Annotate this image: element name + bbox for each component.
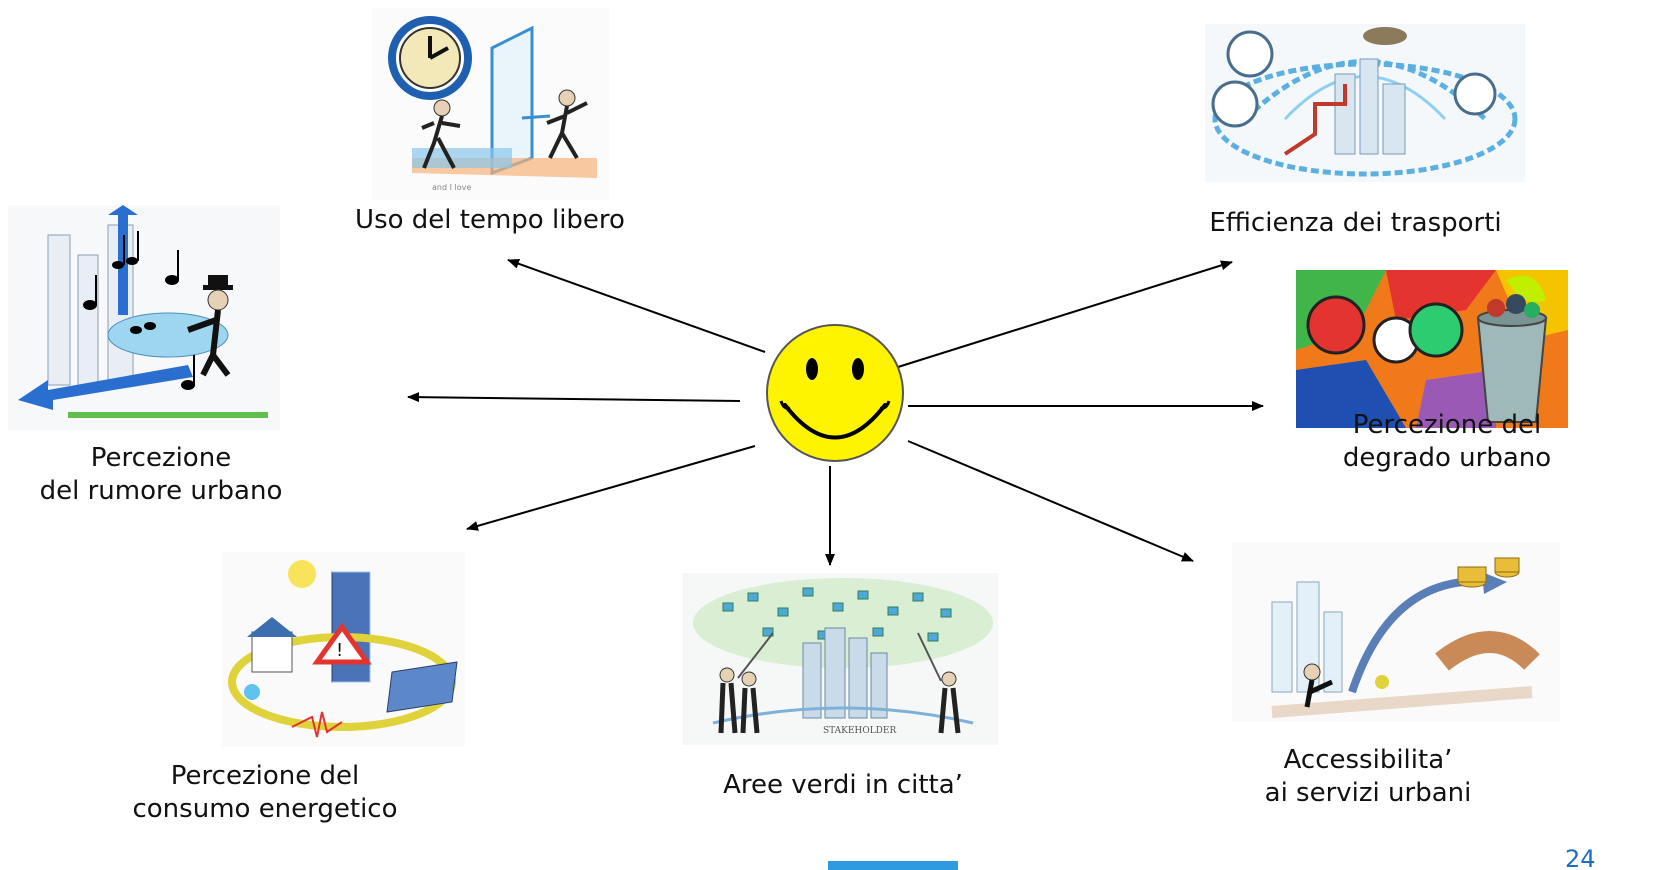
label-trasporti: Efficienza dei trasporti bbox=[1209, 208, 1502, 238]
transport-network-illustration bbox=[1205, 24, 1525, 182]
graffiti-trash-can-illustration bbox=[1296, 270, 1568, 428]
svg-text:!: ! bbox=[336, 640, 343, 661]
label-degrado: Percezione del degrado urbano bbox=[1342, 410, 1552, 473]
label-energetico: Percezione del consumo energetico bbox=[132, 761, 398, 824]
arrow-to-accessibilita bbox=[907, 440, 1194, 562]
arrow-to-rumore bbox=[407, 392, 741, 403]
smiley-face-icon bbox=[766, 324, 904, 462]
label-aree-verdi: Aree verdi in citta’ bbox=[723, 770, 963, 800]
svg-text:STAKEHOLDER: STAKEHOLDER bbox=[823, 726, 896, 736]
label-tempo-libero: Uso del tempo libero bbox=[355, 205, 625, 235]
arrow-to-trasporti bbox=[897, 260, 1233, 368]
label-rumore: Percezione del rumore urbano bbox=[39, 443, 283, 506]
arrow-to-energetico bbox=[466, 445, 756, 531]
energy-grid-illustration: ! bbox=[222, 552, 465, 747]
page-number: 24 bbox=[1565, 847, 1596, 870]
leisure-time-clock-illustration: and I love bbox=[372, 8, 609, 200]
green-areas-city-illustration: STAKEHOLDER bbox=[683, 573, 998, 745]
urban-noise-music-illustration bbox=[8, 205, 280, 430]
arrow-to-tempo-libero bbox=[507, 258, 766, 353]
page-tab-bar bbox=[828, 861, 958, 870]
label-accessibilita: Accessibilita’ ai servizi urbani bbox=[1264, 745, 1472, 808]
svg-text:and I love: and I love bbox=[432, 183, 471, 192]
urban-services-access-illustration bbox=[1232, 542, 1560, 722]
